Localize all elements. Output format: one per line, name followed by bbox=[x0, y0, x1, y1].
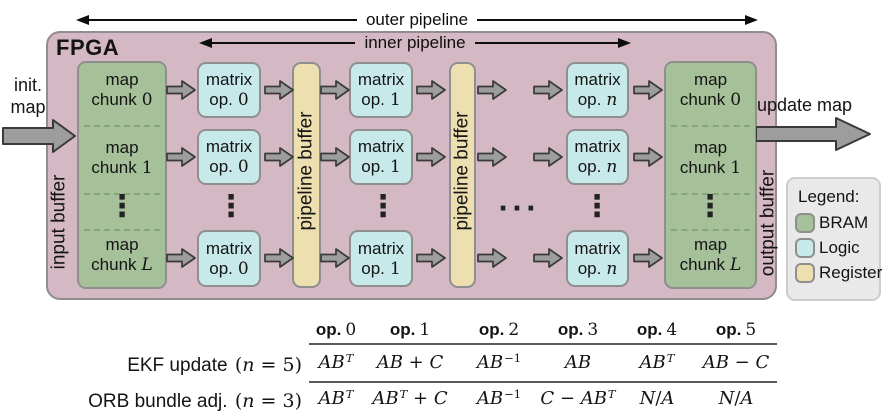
flow-arrow-icon bbox=[533, 80, 563, 100]
flow-arrow-icon bbox=[477, 248, 507, 268]
table-cell: ABT + C bbox=[372, 386, 448, 409]
init-map-label: init. map bbox=[10, 75, 46, 117]
legend: Legend: BRAM Logic Register bbox=[786, 177, 882, 301]
table-header-op0: op.0 bbox=[315, 320, 357, 340]
table-rule bbox=[309, 381, 777, 383]
flow-arrow-icon bbox=[264, 80, 294, 100]
arrowhead-left-icon bbox=[199, 38, 212, 48]
flow-arrow-icon bbox=[320, 80, 350, 100]
chunk-divider bbox=[671, 193, 750, 195]
matrix-op1-box: matrix op.1 bbox=[349, 62, 413, 118]
init-map-arrow-icon bbox=[2, 119, 76, 153]
vertical-ellipsis: ⋮ bbox=[695, 189, 725, 224]
vertical-ellipsis: ⋮ bbox=[216, 189, 246, 224]
flow-arrow-icon bbox=[416, 80, 446, 100]
matrix-op0-box: matrix op.0 bbox=[197, 62, 261, 118]
table-header-op5: op.5 bbox=[715, 320, 757, 340]
table-cell: AB−1 bbox=[476, 386, 522, 409]
flow-arrow-icon bbox=[416, 248, 446, 268]
flow-arrow-icon bbox=[533, 147, 563, 167]
flow-arrow-icon bbox=[633, 147, 663, 167]
table-header-op3: op.3 bbox=[557, 320, 599, 340]
chunk-divider bbox=[84, 229, 160, 231]
legend-item-logic: Logic bbox=[795, 238, 872, 258]
matrix-opn-box: matrix op.n bbox=[566, 230, 629, 287]
table-cell: N/A bbox=[718, 388, 754, 409]
pipeline-buffer-label: pipeline buffer bbox=[295, 111, 317, 231]
fpga-label: FPGA bbox=[56, 35, 120, 60]
table-cell: C − ABT bbox=[540, 386, 616, 409]
matrix-op0-box: matrix op.0 bbox=[197, 230, 261, 287]
logic-swatch-icon bbox=[795, 238, 815, 258]
input-buffer-label: input buffer bbox=[48, 174, 70, 270]
pipeline-buffer-box bbox=[449, 62, 476, 288]
flow-arrow-icon bbox=[264, 248, 294, 268]
flow-arrow-icon bbox=[320, 248, 350, 268]
table-header-op1: op.1 bbox=[389, 320, 431, 340]
flow-arrow-icon bbox=[320, 147, 350, 167]
chunk-divider bbox=[671, 125, 750, 127]
table-header-op4: op.4 bbox=[636, 320, 678, 340]
register-swatch-icon bbox=[795, 263, 815, 283]
arrowhead-right-icon bbox=[618, 38, 632, 48]
flow-arrow-icon bbox=[477, 147, 507, 167]
table-cell: AB + C bbox=[376, 352, 444, 373]
pipeline-buffer-label: pipeline buffer bbox=[451, 111, 473, 231]
chunk-divider bbox=[671, 229, 750, 231]
output-buffer-label: output buffer bbox=[757, 169, 779, 277]
flow-arrow-icon bbox=[633, 248, 663, 268]
vertical-ellipsis: ⋮ bbox=[107, 189, 137, 224]
update-map-label: update map bbox=[757, 95, 853, 115]
inner-pipeline-label: inner pipeline bbox=[364, 33, 466, 52]
table-cell: ABT bbox=[639, 350, 675, 373]
inner-pipeline-arrow: inner pipeline bbox=[199, 33, 632, 52]
chunk-divider bbox=[84, 193, 160, 195]
table-cell: AB−1 bbox=[476, 350, 522, 373]
outer-pipeline-label: outer pipeline bbox=[365, 10, 469, 29]
table-row-label-ekf: EKF update (n = 5) bbox=[127, 354, 302, 376]
table-cell: AB − C bbox=[702, 352, 770, 373]
table-cell: ABT bbox=[318, 350, 354, 373]
update-map-arrow-icon bbox=[756, 117, 871, 151]
flow-arrow-icon bbox=[166, 80, 196, 100]
chunk-divider bbox=[84, 125, 160, 127]
legend-item-register: Register bbox=[795, 263, 882, 283]
pipeline-buffer-box bbox=[292, 62, 321, 288]
matrix-op0-box: matrix op.0 bbox=[197, 129, 261, 185]
table-cell: ABT bbox=[318, 386, 354, 409]
table-rule bbox=[309, 343, 777, 345]
bram-swatch-icon bbox=[795, 213, 815, 233]
matrix-op1-box: matrix op.1 bbox=[349, 129, 413, 185]
flow-arrow-icon bbox=[166, 147, 196, 167]
flow-arrow-icon bbox=[533, 248, 563, 268]
table-cell: AB bbox=[564, 352, 592, 373]
matrix-op1-box: matrix op.1 bbox=[349, 230, 413, 287]
arrowhead-right-icon bbox=[745, 15, 759, 25]
vertical-ellipsis: ⋮ bbox=[582, 189, 612, 224]
table-header-op2: op.2 bbox=[478, 320, 520, 340]
outer-pipeline-arrow: outer pipeline bbox=[76, 10, 759, 29]
flow-arrow-icon bbox=[264, 147, 294, 167]
flow-arrow-icon bbox=[477, 80, 507, 100]
horizontal-ellipsis: ··· bbox=[498, 194, 540, 224]
legend-item-bram: BRAM bbox=[795, 213, 872, 233]
vertical-ellipsis: ⋮ bbox=[368, 189, 398, 224]
flow-arrow-icon bbox=[633, 80, 663, 100]
matrix-opn-box: matrix op.n bbox=[566, 62, 629, 118]
legend-title: Legend: bbox=[798, 187, 860, 206]
table-row-label-orb: ORB bundle adj. (n = 3) bbox=[88, 390, 302, 412]
flow-arrow-icon bbox=[416, 147, 446, 167]
flow-arrow-icon bbox=[166, 248, 196, 268]
arrowhead-left-icon bbox=[76, 15, 89, 25]
table-cell: N/A bbox=[639, 388, 675, 409]
matrix-opn-box: matrix op.n bbox=[566, 129, 629, 185]
